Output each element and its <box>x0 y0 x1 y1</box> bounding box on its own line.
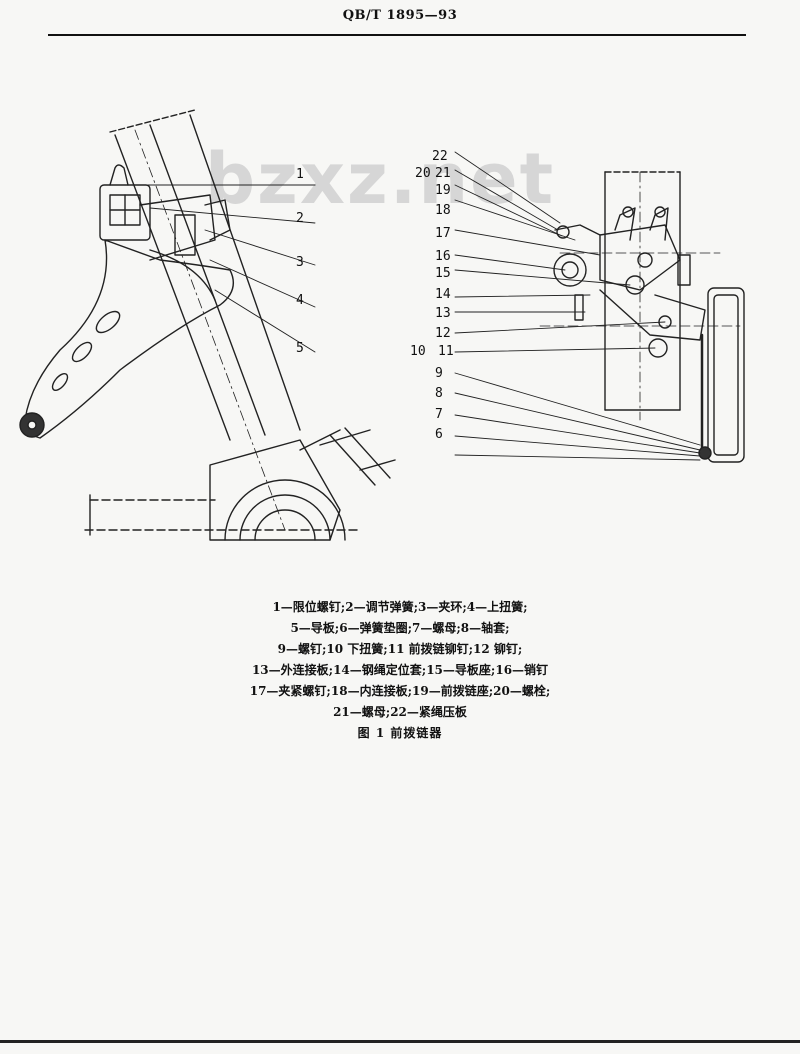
callout-21: 21 <box>435 166 451 181</box>
callout-20: 20 <box>415 166 431 181</box>
callout-3: 3 <box>296 255 304 270</box>
callout-18: 18 <box>435 203 451 218</box>
callout-22: 22 <box>432 149 448 164</box>
callout-8: 8 <box>435 386 443 401</box>
callout-13: 13 <box>435 306 451 321</box>
legend-line-3: 9—螺钉;10 下扭簧;11 前拨链铆钉;12 铆钉; <box>277 642 523 656</box>
callout-4: 4 <box>296 293 304 308</box>
legend-line-2: 5—导板;6—弹簧垫圈;7—螺母;8—轴套; <box>290 621 510 635</box>
callout-2: 2 <box>296 211 304 226</box>
callout-10: 10 <box>410 344 426 359</box>
figure-caption: 1—限位螺钉;2—调节弹簧;3—夹环;4—上扭簧; 5—导板;6—弹簧垫圈;7—… <box>0 597 800 744</box>
callout-16: 16 <box>435 249 451 264</box>
right-leader-lines <box>454 151 701 461</box>
callout-1: 1 <box>296 167 304 182</box>
callout-6: 6 <box>435 427 443 442</box>
footer-rule <box>0 1040 800 1043</box>
callout-labels-right: 22 20 21 19 18 17 16 15 14 13 12 10 11 9… <box>410 149 454 442</box>
front-derailleur-figure: 1 2 3 4 5 22 20 21 19 18 17 16 15 14 13 … <box>0 90 800 570</box>
page-header: QB/T 1895—93 <box>0 0 800 40</box>
legend-line-1: 1—限位螺钉;2—调节弹簧;3—夹环;4—上扭簧; <box>272 600 528 614</box>
callout-14: 14 <box>435 287 451 302</box>
right-view-drawing <box>539 171 745 463</box>
left-view-drawing <box>19 109 396 541</box>
callout-labels-left: 1 2 3 4 5 <box>296 167 304 356</box>
callout-17: 17 <box>435 226 451 241</box>
callout-9: 9 <box>435 366 443 381</box>
header-rule <box>48 34 746 36</box>
callout-19: 19 <box>435 183 451 198</box>
callout-12: 12 <box>435 326 451 341</box>
standard-code: QB/T 1895—93 <box>342 8 458 23</box>
callout-5: 5 <box>296 341 304 356</box>
figure-title: 图 1 前拨链器 <box>357 726 443 740</box>
derailleur-drawing: 1 2 3 4 5 22 20 21 19 18 17 16 15 14 13 … <box>19 109 745 541</box>
left-leader-lines <box>141 184 316 353</box>
callout-15: 15 <box>435 266 451 281</box>
legend-line-4: 13—外连接板;14—钢绳定位套;15—导板座;16—销钉 <box>251 663 549 677</box>
legend-line-5: 17—夹紧螺钉;18—内连接板;19—前拨链座;20—螺栓; <box>249 684 551 698</box>
callout-11: 11 <box>438 344 454 359</box>
legend-line-6: 21—螺母;22—紧绳压板 <box>333 705 467 719</box>
callout-7: 7 <box>435 407 443 422</box>
